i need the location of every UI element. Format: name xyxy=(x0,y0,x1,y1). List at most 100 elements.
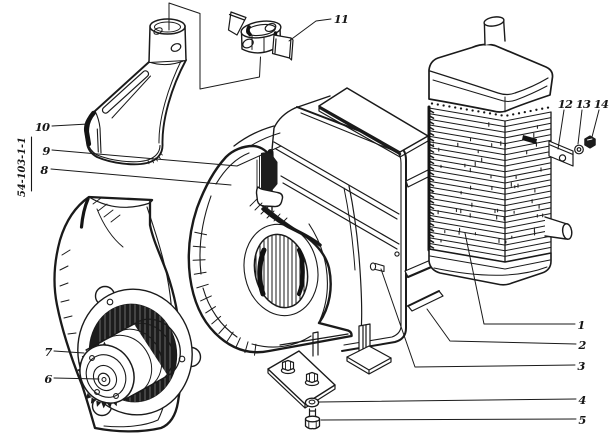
radiator-side-bracket-part12 xyxy=(548,140,574,167)
spacer-strip-part2 xyxy=(407,290,444,312)
housing-tabs-path-4 xyxy=(407,290,440,307)
foot-bolt-2-path-3 xyxy=(309,373,315,382)
volute-ring-hatch xyxy=(192,231,257,356)
leader-4 xyxy=(318,398,577,403)
housing-stud-bolt-path-2 xyxy=(374,262,385,273)
housing-top-plate-path-3 xyxy=(318,106,402,156)
housing-right-foot-path-4 xyxy=(346,356,392,375)
part-designation: 54-103-1-1 xyxy=(17,136,33,197)
fan-pulley-path-4 xyxy=(106,322,174,393)
callout-10: 10 xyxy=(35,120,50,134)
radiator-outlet-pipe-path-2 xyxy=(544,216,568,240)
fan-cover-throat-path-1 xyxy=(88,196,151,208)
radiator-tube-dot xyxy=(442,104,445,107)
volute-curl-tab xyxy=(255,186,284,208)
fan-pulley-path-3 xyxy=(135,318,181,376)
callout-1: 1 xyxy=(577,318,584,332)
radiator-filler-neck-path-2 xyxy=(483,18,506,46)
volute-exit-lip xyxy=(279,333,349,346)
radiator-tube-dot xyxy=(465,108,468,111)
radiator-outlet-pipe-ellipse-3 xyxy=(561,223,573,240)
radiator-tube-dot xyxy=(436,103,439,106)
housing-body-path-11 xyxy=(343,187,356,271)
radiator-filler-neck-ellipse-3 xyxy=(483,16,505,27)
radiator-tank-top-edge xyxy=(429,70,549,96)
housing-body-path-1 xyxy=(271,107,296,247)
foot-bolt-2-polygon-2 xyxy=(305,371,319,384)
leader-11 xyxy=(288,18,332,42)
radiator-side-bracket-part12-path-2 xyxy=(548,143,574,156)
radiator-tube-dot xyxy=(488,112,492,115)
radiator-tube-dot xyxy=(541,107,544,110)
leader-5 xyxy=(320,418,577,421)
clamp-left-tab-polygon-1 xyxy=(227,11,247,36)
radiator-tube-dot xyxy=(483,111,486,114)
washer-part4-ellipse-1 xyxy=(304,397,320,408)
washer-part4 xyxy=(304,397,320,408)
lock-plate-part7-stroke-19 xyxy=(85,393,92,400)
volute-opening-path-5 xyxy=(296,247,305,297)
lock-plate-part7-stroke-18 xyxy=(90,397,97,404)
funnel-neck xyxy=(148,18,187,63)
radiator-tube-dot xyxy=(430,102,434,105)
radiator-bottom-tank-rim xyxy=(429,255,551,276)
clamp-band xyxy=(240,20,282,54)
callout-11: 11 xyxy=(334,12,348,26)
nut-part14 xyxy=(584,135,596,149)
foot-bolt-1-path-3 xyxy=(285,361,291,370)
lock-plate-part7-stroke-17 xyxy=(96,400,102,407)
clamp-band-ellipse-7 xyxy=(242,38,254,49)
radiator-fins-stroke-3 xyxy=(428,109,435,249)
shaft-nut-part6 xyxy=(97,372,111,387)
fan-pulley xyxy=(76,318,181,409)
washer-part13-circle-2 xyxy=(576,147,582,152)
funnel-cap-crease xyxy=(94,110,102,154)
callout-5: 5 xyxy=(578,413,586,427)
radiator-core-assembly xyxy=(427,16,596,286)
lock-plate-part7-stroke-16 xyxy=(101,402,107,409)
leader-6 xyxy=(53,377,100,380)
funnel-slot xyxy=(101,70,150,114)
funnel-shoulder xyxy=(148,59,187,66)
funnel-left-cap xyxy=(84,110,96,147)
clamp-band-path-4 xyxy=(246,25,252,37)
housing-right-foot xyxy=(346,323,392,375)
callout-labels: 1 2 3 4 5 6 7 8 9 10 11 12 13 14 xyxy=(35,12,610,427)
callout-7: 7 xyxy=(44,345,52,359)
foot-bolt-1-polygon-2 xyxy=(281,359,295,372)
volute-step-shadow-path-1 xyxy=(261,152,278,198)
housing-body-path-2 xyxy=(294,95,331,109)
callout-8: 8 xyxy=(40,163,48,177)
radiator-tube-dot xyxy=(517,112,521,115)
callout-9: 9 xyxy=(42,144,50,158)
bolt-part5-path-2 xyxy=(307,408,318,419)
radiator-fins xyxy=(428,107,552,263)
housing-stud-bolt-ellipse-1 xyxy=(369,262,377,271)
radiator-filler-neck xyxy=(483,16,506,46)
leader-12 xyxy=(557,109,565,150)
mount-foot-plate-path-3 xyxy=(267,368,336,409)
radiator-top-tank xyxy=(428,43,554,113)
fan-cover-throat-path-4 xyxy=(79,197,90,229)
foot-bolt-1 xyxy=(280,359,296,375)
housing-tabs xyxy=(404,169,445,312)
assembly-line-funnel-clamp xyxy=(168,2,261,90)
bolt-part5 xyxy=(304,408,321,430)
clamp-right-tab xyxy=(271,34,294,61)
radiator-tube-dot xyxy=(459,107,463,110)
funnel-neck-ellipse-5 xyxy=(170,43,182,52)
leader-7 xyxy=(53,350,85,354)
radiator-tank-seam xyxy=(432,79,548,113)
fan-cover-throat xyxy=(79,196,151,248)
callout-6: 6 xyxy=(44,372,52,386)
callout-13: 13 xyxy=(576,97,591,111)
leader-3 xyxy=(380,268,576,368)
intake-funnel xyxy=(83,18,187,166)
nut-part14-polygon-1 xyxy=(584,135,596,149)
leader-9 xyxy=(51,145,282,167)
fan-cover-edge-ticks xyxy=(59,249,77,335)
funnel-neck-path-2 xyxy=(148,25,187,63)
housing-hole xyxy=(394,251,400,257)
radiator-tube-dot xyxy=(546,106,550,109)
radiator-tube-dot xyxy=(471,109,474,112)
